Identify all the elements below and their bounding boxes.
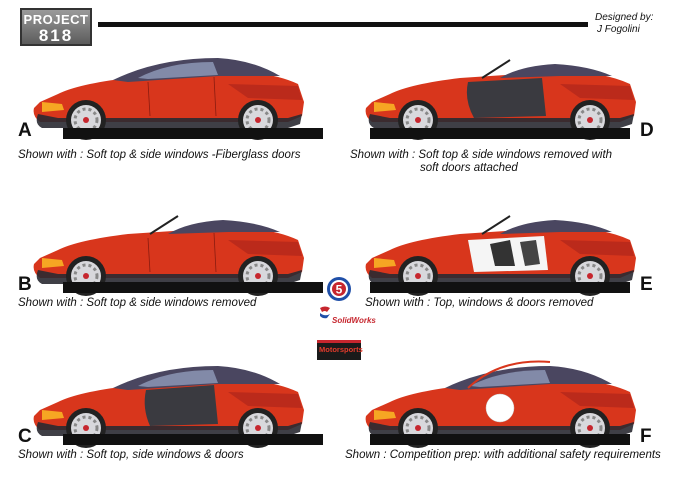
variant-panel-f: F Shown : Competition prep: with additio…	[345, 352, 661, 462]
sponsor-5-badge-icon: 5	[327, 277, 351, 301]
ground-bar	[63, 282, 323, 293]
variant-letter: F	[640, 426, 652, 447]
motorsports-label: Motorsports	[319, 345, 363, 354]
project-logo: PROJECT 818	[20, 8, 92, 46]
variant-panel-a: A Shown with : Soft top & side windows -…	[18, 44, 323, 161]
variant-caption: Shown with : Soft top, side windows & do…	[18, 449, 244, 461]
variant-panel-e: E Shown with : Top, windows & doors remo…	[350, 200, 653, 310]
variant-caption: Shown with : Soft top & side windows rem…	[18, 297, 257, 309]
ground-bar	[63, 434, 323, 445]
solidworks-logo-icon	[320, 306, 330, 319]
variant-panel-c: C Shown with : Soft top, side windows & …	[18, 352, 323, 462]
variant-letter: E	[640, 274, 653, 295]
variant-caption: Shown with : Soft top & side windows rem…	[350, 149, 613, 161]
designer-credit: Designed by: J Fogolini	[595, 12, 653, 36]
solidworks-label: SolidWorks	[332, 316, 376, 325]
variant-caption: Shown : Competition prep: with additiona…	[345, 449, 661, 461]
header-divider	[98, 22, 588, 27]
ground-bar	[370, 128, 630, 139]
designed-by-label: Designed by:	[595, 12, 654, 23]
ground-bar	[63, 128, 323, 139]
variant-letter: A	[18, 120, 32, 141]
variant-caption-line2: soft doors attached	[420, 162, 518, 174]
designer-name: J Fogolini	[597, 24, 640, 35]
variant-letter: D	[640, 120, 654, 141]
variant-letter: C	[18, 426, 32, 447]
sponsor-5-number: 5	[336, 283, 343, 297]
project-logo-line1: PROJECT	[23, 12, 89, 27]
car-illustration-2	[33, 366, 304, 448]
ground-bar	[370, 434, 630, 445]
ground-bar	[370, 282, 630, 293]
variant-panel-b: B Shown with : Soft top & side windows r…	[18, 200, 323, 310]
variant-letter: B	[18, 274, 32, 295]
variant-panel-d: D Shown with : Soft top & side windows r…	[350, 44, 654, 174]
variant-caption: Shown with : Soft top & side windows -Fi…	[18, 149, 301, 161]
project-logo-line2: 818	[38, 26, 74, 45]
motorsports-badge	[317, 340, 361, 360]
variant-caption: Shown with : Top, windows & doors remove…	[365, 297, 594, 309]
